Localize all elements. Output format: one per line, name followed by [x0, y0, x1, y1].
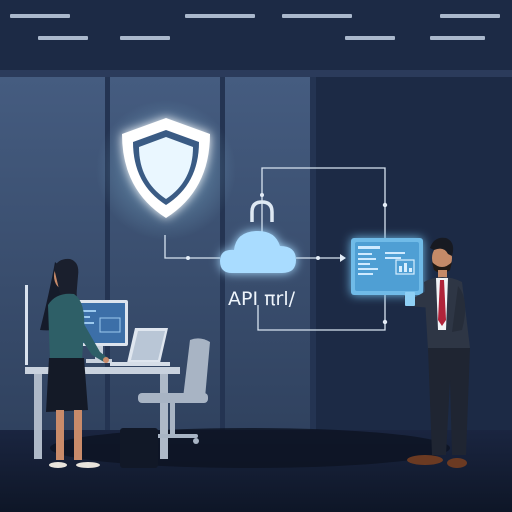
floor-shadow: [50, 428, 450, 468]
padlock-icon: [250, 200, 274, 222]
shield-icon: [96, 100, 236, 240]
man-figure: [404, 237, 470, 468]
monitor-icon: [351, 238, 423, 295]
network-nodes: [186, 193, 388, 325]
tablet-icon: [405, 292, 415, 306]
laptop-icon: [110, 328, 170, 366]
cloud-icon: [220, 230, 296, 273]
desk: [25, 367, 180, 459]
lamp-stand: [25, 285, 28, 365]
floor-bag: [120, 428, 158, 468]
woman-figure: [40, 258, 109, 468]
ceiling-lights: [10, 14, 500, 40]
api-label: API πrl/: [228, 288, 296, 310]
office-chair: [138, 338, 210, 444]
ceiling-beam: [0, 70, 512, 77]
